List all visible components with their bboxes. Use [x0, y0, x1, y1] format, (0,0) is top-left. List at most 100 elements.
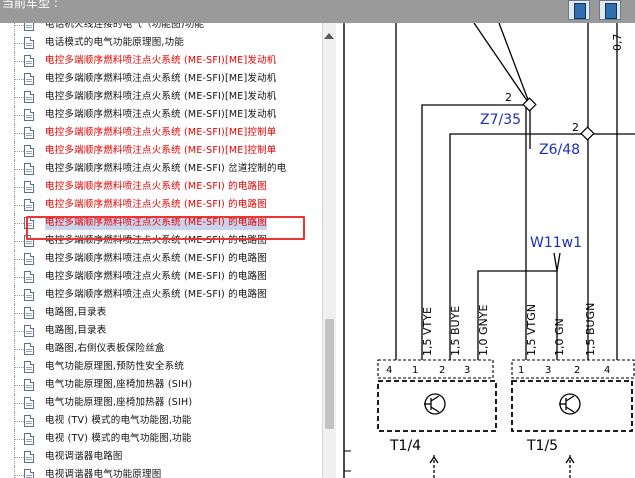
document-icon	[24, 433, 34, 445]
wiring-diagram: 0,7 2 Z7/35 2 Z6/48 W11w1 1,5 VTYE 1,5 B…	[336, 23, 635, 478]
tree-item[interactable]: 电气功能原理图,座椅加热器 (SIH)	[0, 376, 322, 394]
tree-guide-line	[14, 349, 24, 350]
scroll-up-arrow-icon[interactable]	[324, 33, 334, 39]
tree-guide-line	[14, 79, 24, 80]
tree-guide-line	[14, 421, 24, 422]
document-icon	[24, 181, 34, 193]
right-module-connector	[511, 359, 635, 379]
tree-item[interactable]: 电控多端顺序燃料喷注点火系统 (ME-SFI) 的电路图	[0, 214, 322, 232]
tree-item-label: 电视 (TV) 模式的电气功能图,功能	[45, 433, 192, 444]
tree-item[interactable]: 电气功能原理图,座椅加热器 (SIH)	[0, 394, 322, 412]
document-icon	[24, 415, 34, 427]
tree-item[interactable]: 电控多端顺序燃料喷注点火系统 (ME-SFI) 的电路图	[0, 178, 322, 196]
tree-item[interactable]: 电话机火线连接的电气（功能图)功能	[0, 23, 322, 34]
tree-guide-line	[14, 277, 24, 278]
tree-item[interactable]: 电话模式的电气功能原理图,功能	[0, 34, 322, 52]
wire	[421, 104, 530, 360]
tree-scrollbar[interactable]	[322, 23, 336, 478]
node-id-label: Z7/35	[480, 112, 521, 128]
document-tree[interactable]: 电话机火线连接的电气（功能图)功能电话模式的电气功能原理图,功能电控多端顺序燃料…	[0, 23, 322, 478]
tree-item[interactable]: 电控多端顺序燃料喷注点火系统 (ME-SFI)[ME]控制单	[0, 124, 322, 142]
tree-item-label: 电控多端顺序燃料喷注点火系统 (ME-SFI)[ME]发动机	[45, 73, 277, 84]
tree-item[interactable]: 电控多端顺序燃料喷注点火系统 (ME-SFI) 的电路图	[0, 268, 322, 286]
tree-item-label: 电话机火线连接的电气（功能图)功能	[45, 23, 205, 30]
tree-item[interactable]: 电控多端顺序燃料喷注点火系统 (ME-SFI)[ME]发动机	[0, 70, 322, 88]
tree-item[interactable]: 电视调谐器电气功能原理图	[0, 466, 322, 478]
document-icon	[24, 469, 34, 478]
tree-guide-line	[14, 25, 24, 26]
tree-guide-line	[14, 385, 24, 386]
tree-guide-line	[14, 331, 24, 332]
arrow-up-icon	[565, 455, 575, 464]
tree-guide-line	[14, 457, 24, 458]
tree-item-label: 电控多端顺序燃料喷注点火系统 (ME-SFI) 的电路图	[45, 253, 267, 264]
tree-item[interactable]: 电路图,右侧仪表板保险丝盒	[0, 340, 322, 358]
page-right-icon	[605, 3, 617, 19]
tree-item[interactable]: 电路图,目录表	[0, 322, 322, 340]
tree-item[interactable]: 电视 (TV) 模式的电气功能图,功能	[0, 430, 322, 448]
tree-item[interactable]: 电控多端顺序燃料喷注点火系统 (ME-SFI) 的电路图	[0, 286, 322, 304]
tree-guide-line	[14, 61, 24, 62]
wire-label: 1,0 GN	[553, 318, 566, 356]
tree-item[interactable]: 电控多端顺序燃料喷注点火系统 (ME-SFI)[ME]发动机	[0, 88, 322, 106]
tree-item-label: 电控多端顺序燃料喷注点火系统 (ME-SFI)[ME]发动机	[45, 109, 277, 120]
tree-guide-line	[14, 475, 24, 476]
left-module-box	[377, 380, 497, 432]
tree-item[interactable]: 电控多端顺序燃料喷注点火系统 (ME-SFI)[ME]发动机	[0, 106, 322, 124]
tree-item-label: 电控多端顺序燃料喷注点火系统 (ME-SFI) 岔道控制的电	[45, 163, 287, 174]
document-icon	[24, 379, 34, 391]
wire	[473, 23, 531, 106]
tree-item[interactable]: 电控多端顺序燃料喷注点火系统 (ME-SFI)[ME]控制单	[0, 142, 322, 160]
tree-item[interactable]: 电控多端顺序燃料喷注点火系统 (ME-SFI) 的电路图	[0, 196, 322, 214]
wire-label: 1,5 VTYE	[421, 307, 434, 356]
document-icon	[24, 325, 34, 337]
transistor-lead	[430, 406, 440, 413]
document-icon	[24, 253, 34, 265]
tree-guide-line	[14, 151, 24, 152]
transistor-lead	[565, 406, 575, 413]
left-module-connector	[377, 359, 494, 379]
tree-item-label: 电控多端顺序燃料喷注点火系统 (ME-SFI)[ME]发动机	[45, 55, 277, 66]
tree-item-label: 电视调谐器电气功能原理图	[45, 469, 162, 478]
next-page-button[interactable]	[599, 0, 621, 20]
previous-page-button[interactable]	[568, 0, 590, 20]
tree-item-label: 电控多端顺序燃料喷注点火系统 (ME-SFI) 的电路图	[45, 271, 267, 282]
splice-node-diamond	[522, 97, 537, 112]
right-module-name: T1/5	[526, 438, 558, 454]
tree-item[interactable]: 电控多端顺序燃料喷注点火系统 (ME-SFI) 岔道控制的电	[0, 160, 322, 178]
tree-item[interactable]: 电路图,目录表	[0, 304, 322, 322]
top-wire-label: 0,7	[611, 34, 624, 52]
tree-item-label: 电路图,右侧仪表板保险丝盒	[45, 343, 165, 354]
tree-guide-line	[14, 241, 24, 242]
tree-item-label: 电控多端顺序燃料喷注点火系统 (ME-SFI) 的电路图	[45, 216, 267, 230]
tree-item[interactable]: 电视 (TV) 模式的电气功能图,功能	[0, 412, 322, 430]
tree-guide-line	[14, 187, 24, 188]
tree-item-label: 电控多端顺序燃料喷注点火系统 (ME-SFI) 的电路图	[45, 235, 267, 246]
pin-label: 4	[604, 365, 610, 376]
tree-item-label: 电气功能原理图,座椅加热器 (SIH)	[45, 379, 193, 390]
tree-guide-line	[14, 97, 24, 98]
window-title: 当前车型 :	[2, 0, 58, 10]
wiring-diagram-svg: 0,7 2 Z7/35 2 Z6/48 W11w1 1,5 VTYE 1,5 B…	[343, 23, 635, 478]
pin-label: 2	[574, 365, 580, 376]
tree-item-label: 电路图,目录表	[45, 307, 107, 318]
title-bar: 当前车型 :	[0, 0, 635, 23]
tree-item[interactable]: 电气功能原理图,预防性安全系统	[0, 358, 322, 376]
tree-guide-line	[14, 403, 24, 404]
document-icon	[24, 271, 34, 283]
tree-item[interactable]: 电控多端顺序燃料喷注点火系统 (ME-SFI) 的电路图	[0, 232, 322, 250]
document-icon	[24, 127, 34, 139]
tree-item[interactable]: 电控多端顺序燃料喷注点火系统 (ME-SFI) 的电路图	[0, 250, 322, 268]
arrow-up-icon	[429, 455, 439, 464]
tree-guide-line	[14, 133, 24, 134]
tree-item[interactable]: 电控多端顺序燃料喷注点火系统 (ME-SFI)[ME]发动机	[0, 52, 322, 70]
scroll-thumb[interactable]	[325, 319, 334, 429]
pin-label: 2	[439, 365, 445, 376]
page-left-icon	[574, 3, 586, 19]
tree-guide-line	[14, 23, 15, 34]
node-id-label: Z6/48	[539, 142, 580, 158]
tree-item[interactable]: 电视调谐器电路图	[0, 448, 322, 466]
wire-label: 1,0 GNYE	[477, 305, 490, 356]
tree-guide-line	[14, 295, 24, 296]
tree-item-label: 电视调谐器电路图	[45, 451, 123, 462]
